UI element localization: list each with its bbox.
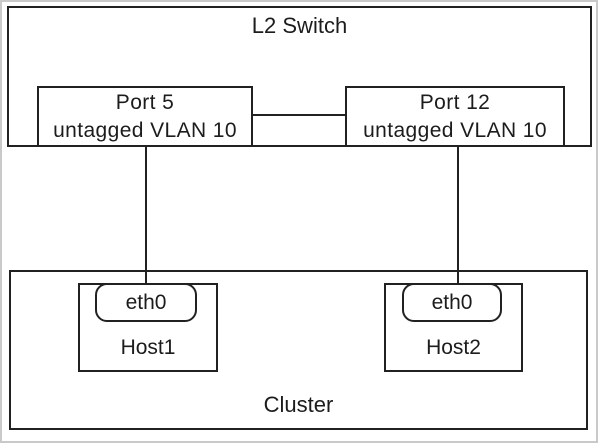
port-12-name: Port 12	[419, 90, 491, 114]
uplink-line-port5-host1	[145, 145, 147, 285]
uplink-line-port12-host2	[457, 145, 459, 285]
port-12-box: Port 12 untagged VLAN 10	[345, 86, 565, 147]
cluster-box: Cluster	[9, 270, 588, 430]
host2-eth0-label: eth0	[431, 290, 473, 314]
cluster-label: Cluster	[263, 392, 334, 417]
port-to-port-link-line	[253, 114, 345, 116]
host2-eth0-box: eth0	[402, 283, 502, 322]
l2-switch-label: L2 Switch	[251, 13, 348, 38]
port-5-vlan: untagged VLAN 10	[53, 118, 237, 142]
host2-label: Host2	[426, 336, 481, 359]
port-12-vlan: untagged VLAN 10	[363, 118, 547, 142]
host1-eth0-label: eth0	[125, 290, 167, 314]
port-5-name: Port 5	[115, 90, 175, 114]
host1-label: Host1	[120, 336, 176, 359]
host1-eth0-box: eth0	[95, 283, 197, 322]
l2-switch-box: L2 Switch	[7, 6, 592, 147]
port-5-box: Port 5 untagged VLAN 10	[37, 86, 253, 147]
